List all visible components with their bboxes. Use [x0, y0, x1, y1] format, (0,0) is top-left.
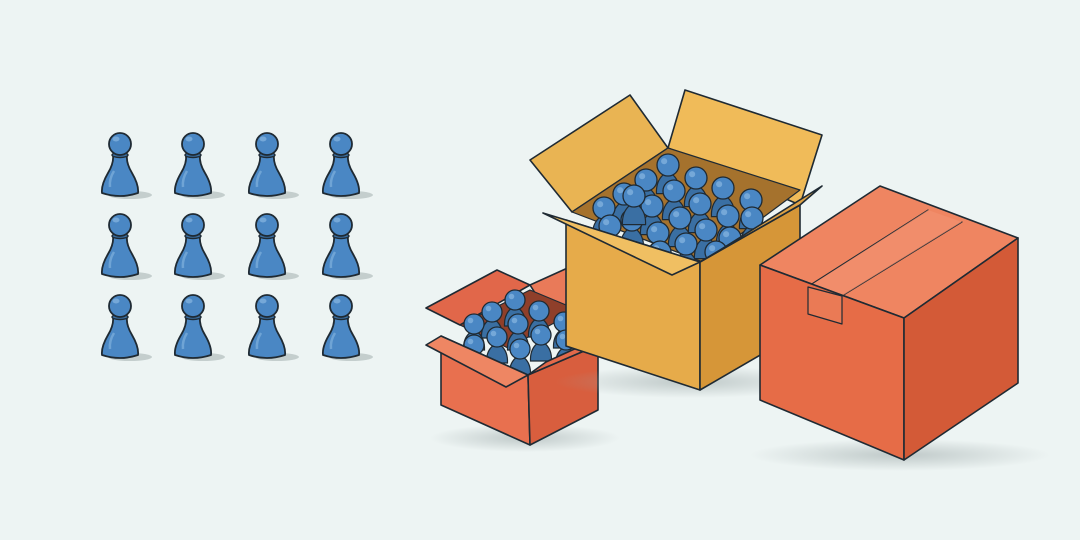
pawn-icon	[529, 324, 553, 362]
medium-open-box	[529, 89, 825, 398]
pawn-icon	[100, 132, 152, 199]
pawn-icon	[321, 213, 373, 280]
pawn-icon	[247, 132, 299, 199]
pawn-icon	[621, 184, 647, 226]
pawn-icon	[100, 294, 152, 361]
pawn-icon	[321, 294, 373, 361]
pawn-icon	[247, 213, 299, 280]
pawn-icon	[100, 213, 152, 280]
loose-pawn-grid	[100, 132, 373, 361]
large-closed-box	[750, 185, 1050, 471]
pawn-icon	[173, 213, 225, 280]
pawn-icon	[173, 132, 225, 199]
small-open-box	[425, 265, 620, 452]
pawn-icon	[173, 294, 225, 361]
pawn-icon	[247, 294, 299, 361]
pawn-icon	[321, 132, 373, 199]
